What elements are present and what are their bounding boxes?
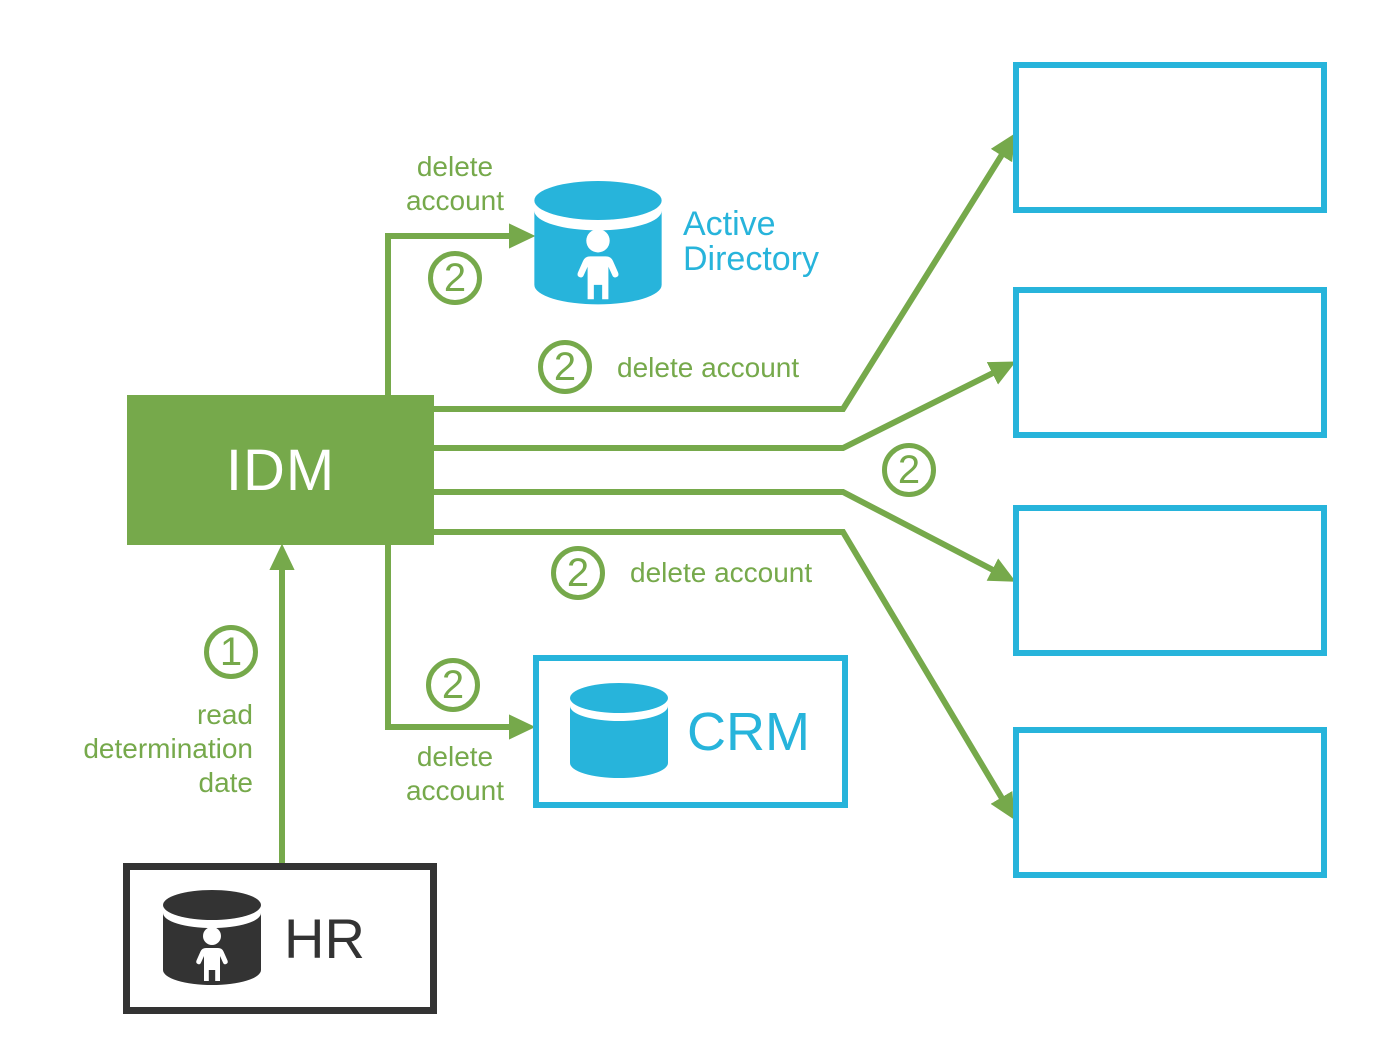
- crm-node-label: CRM: [687, 701, 810, 762]
- step-badge-fan-bottom: 2: [551, 546, 605, 600]
- label-delete-account-ad: delete account: [375, 150, 535, 218]
- step-badge-fan-middle: 2: [882, 443, 936, 497]
- arrow-idm-to-crm: [385, 544, 536, 740]
- label-line: determination: [83, 733, 253, 764]
- arrow-idm-to-target-1: [434, 133, 1016, 412]
- step-badge-fan-top: 2: [538, 340, 592, 394]
- label-delete-account-fan-top: delete account: [617, 352, 800, 383]
- database-icon: [570, 683, 668, 778]
- idm-node: IDM: [127, 395, 434, 545]
- target-system-box-3: [1013, 505, 1327, 656]
- label-read-determination-date: read determination date: [43, 698, 253, 800]
- step-badge-idm-to-crm: 2: [426, 658, 480, 712]
- database-user-icon: [163, 890, 261, 985]
- arrow-idm-to-target-3: [434, 489, 1016, 582]
- crm-node: CRM: [533, 655, 848, 808]
- target-system-box-1: [1013, 62, 1327, 213]
- step-badge-hr-to-idm: 1: [204, 625, 258, 679]
- label-line: date: [198, 767, 254, 798]
- idm-node-label: IDM: [225, 437, 336, 503]
- label-line: account: [405, 775, 505, 806]
- label-line: account: [405, 185, 505, 216]
- arrow-idm-to-active-directory: [385, 223, 536, 396]
- arrow-idm-to-target-2: [434, 361, 1016, 451]
- target-system-box-2: [1013, 287, 1327, 438]
- hr-node: HR: [123, 863, 437, 1014]
- label-line: delete: [416, 151, 494, 182]
- active-directory-label-line2: Directory: [683, 240, 820, 278]
- arrow-idm-to-target-4: [434, 529, 1015, 821]
- active-directory-label: Active Directory: [683, 207, 819, 277]
- hr-node-label: HR: [284, 907, 365, 970]
- target-system-box-4: [1013, 727, 1327, 878]
- label-line: read: [196, 699, 253, 730]
- label-line: delete: [416, 741, 494, 772]
- label-delete-account-crm: delete account: [375, 740, 535, 808]
- active-directory-database-user-icon: [534, 181, 662, 305]
- label-delete-account-fan-bottom: delete account: [630, 557, 813, 588]
- step-badge-idm-to-ad: 2: [428, 251, 482, 305]
- active-directory-label-line1: Active: [683, 205, 776, 243]
